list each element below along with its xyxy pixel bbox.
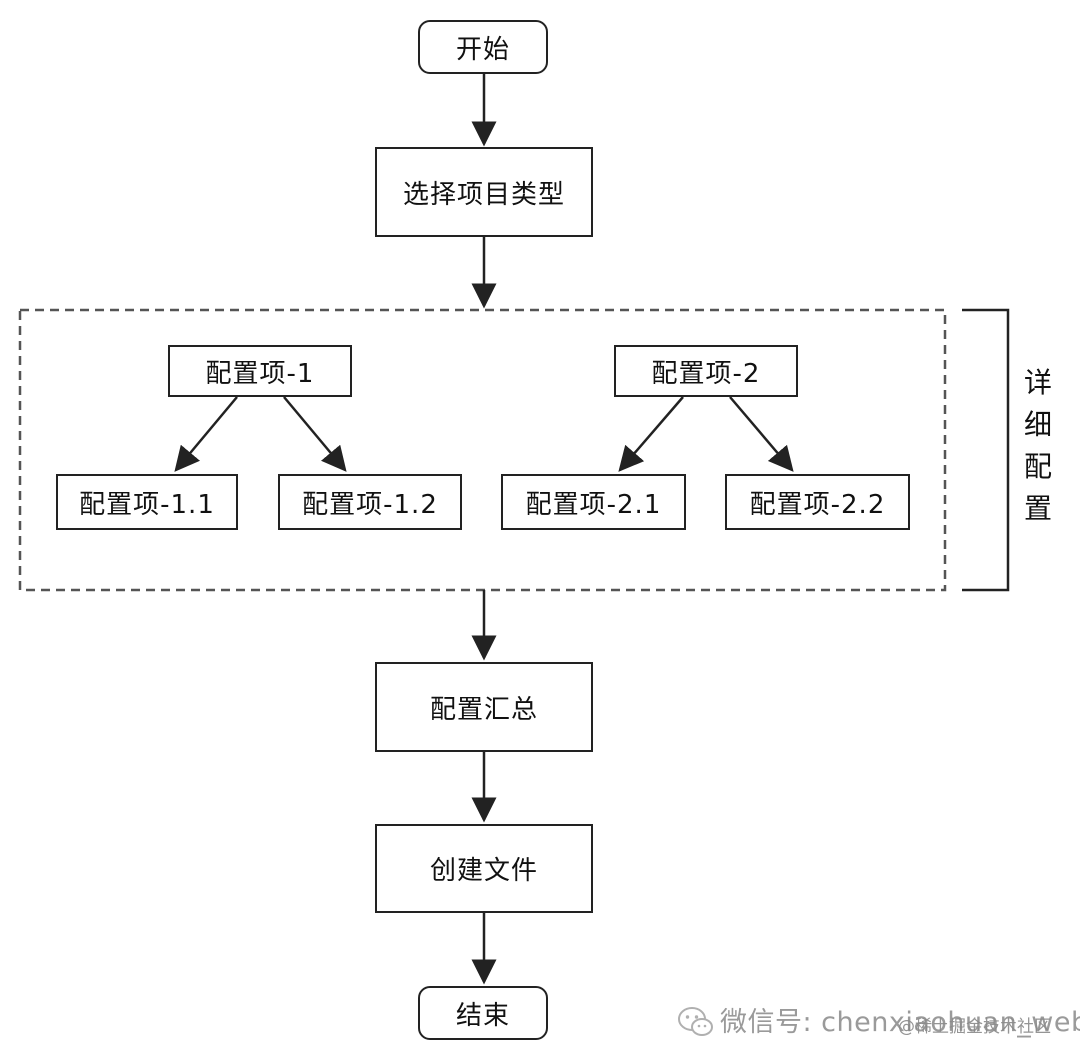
config-item-1-1-node: 配置项-1.1 <box>56 474 238 530</box>
detail-config-bracket <box>962 308 1010 592</box>
config-item-2-1-node: 配置项-2.1 <box>501 474 686 530</box>
arrow-config2-to-config2-2 <box>729 396 794 472</box>
end-node: 结束 <box>418 986 548 1040</box>
watermark-community: @稀土掘金技术社区 <box>898 1017 1051 1037</box>
arrow-config2-to-config2-1 <box>618 396 684 472</box>
detail-config-label: 详 细 配 置 <box>1018 362 1058 530</box>
config-summary-node: 配置汇总 <box>375 662 593 752</box>
start-node: 开始 <box>418 20 548 74</box>
detail-config-label-char: 细 <box>1023 408 1052 441</box>
wechat-watermark: 微信号: chenxiaohuan_web @稀土掘金技术社区 <box>676 996 1080 1056</box>
create-files-node: 创建文件 <box>375 824 593 913</box>
arrow-config1-to-config1-1 <box>174 396 238 472</box>
config-item-2-2-node: 配置项-2.2 <box>725 474 910 530</box>
arrow-config1-to-config1-2 <box>283 396 347 472</box>
detail-config-group-border <box>18 308 947 592</box>
detail-config-label-char: 配 <box>1023 450 1052 483</box>
config-item-1-2-node: 配置项-1.2 <box>278 474 462 530</box>
config-item-1-node: 配置项-1 <box>168 345 352 397</box>
watermark-wechat-id: 微信号: chenxiaohuan_web <box>720 1007 1080 1038</box>
detail-config-label-char: 详 <box>1023 366 1052 399</box>
wechat-icon <box>678 1007 713 1036</box>
config-item-2-node: 配置项-2 <box>614 345 798 397</box>
select-project-type-node: 选择项目类型 <box>375 147 593 237</box>
detail-config-label-char: 置 <box>1023 492 1052 525</box>
